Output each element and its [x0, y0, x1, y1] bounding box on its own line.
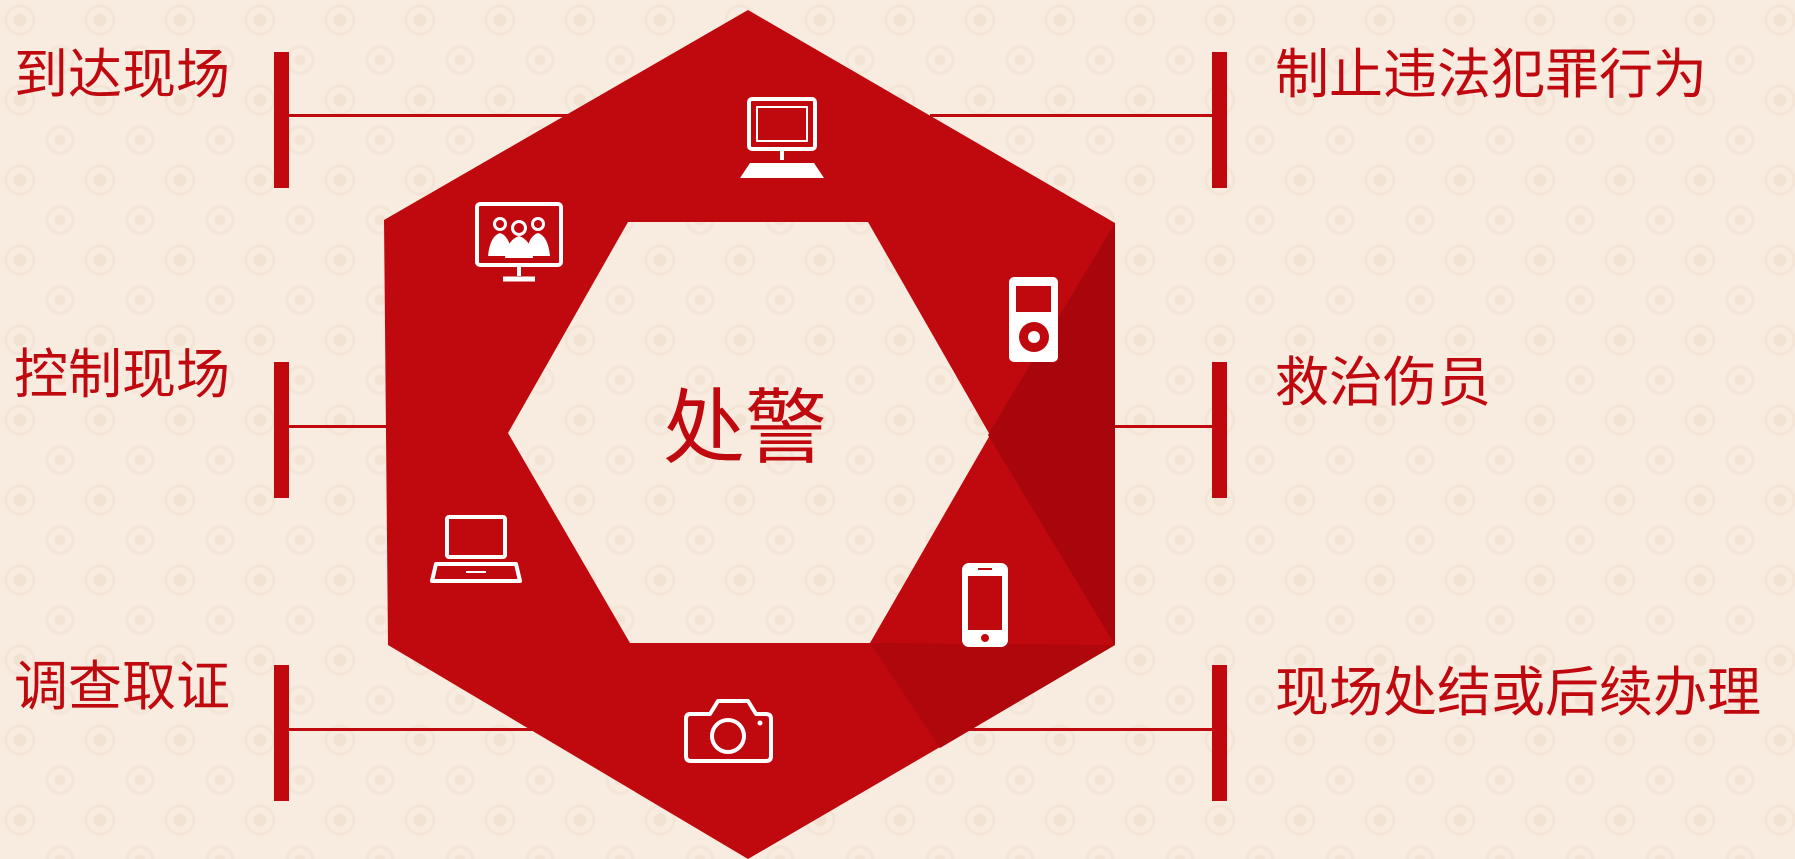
- step-label-left-3: 调查取证: [14, 655, 230, 718]
- connector-left-2: [289, 425, 399, 428]
- step-label-left-1: 到达现场: [14, 43, 230, 106]
- bracket-right-1: [1212, 52, 1227, 188]
- connector-left-3: [289, 728, 539, 731]
- video-conference-icon: [475, 202, 563, 282]
- smartphone-icon: [962, 563, 1008, 647]
- laptop-icon: [430, 515, 522, 583]
- bracket-left-2: [274, 362, 289, 498]
- fold-shade-right: [988, 223, 1115, 645]
- connector-right-1: [930, 114, 1212, 117]
- connector-right-2: [1100, 425, 1212, 428]
- bracket-right-2: [1212, 362, 1227, 498]
- connector-left-1: [289, 114, 569, 117]
- step-label-right-3: 现场处结或后续办理: [1275, 661, 1761, 724]
- bracket-right-3: [1212, 665, 1227, 801]
- connectors: [274, 52, 1227, 801]
- bracket-left-3: [274, 665, 289, 801]
- desktop-computer-icon: [740, 97, 824, 178]
- center-title: 处警: [662, 381, 827, 476]
- step-label-right-1: 制止违法犯罪行为: [1275, 43, 1707, 106]
- step-label-left-2: 控制现场: [14, 343, 230, 406]
- step-label-right-2: 救治伤员: [1275, 351, 1491, 414]
- bracket-left-1: [274, 52, 289, 188]
- camera-icon: [684, 699, 773, 763]
- fold-shade-bottom: [870, 643, 1115, 748]
- connector-right-3: [950, 728, 1212, 731]
- ipod-icon: [1009, 277, 1058, 362]
